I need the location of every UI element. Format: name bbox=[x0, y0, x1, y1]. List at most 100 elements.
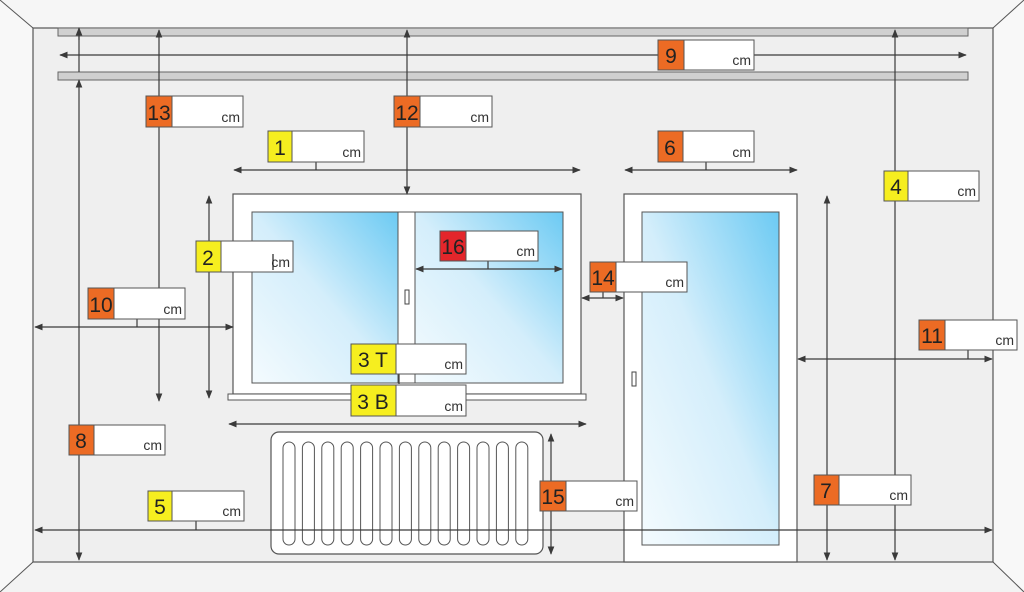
measurement-label-15: 15 cm bbox=[539, 480, 638, 512]
measurement-input[interactable] bbox=[171, 490, 245, 522]
measurement-label-3T: 3 T cm bbox=[350, 343, 467, 375]
measurement-number: 5 bbox=[154, 496, 166, 519]
measurement-unit: cm bbox=[732, 52, 751, 68]
measurement-label-11: 11 cm bbox=[918, 319, 1018, 351]
measurement-input[interactable] bbox=[220, 240, 294, 273]
measurement-badge bbox=[68, 424, 95, 456]
ceiling bbox=[0, 0, 1024, 28]
measurement-input[interactable] bbox=[395, 384, 467, 417]
measurement-input[interactable] bbox=[615, 261, 688, 293]
measurement-number: 4 bbox=[890, 176, 902, 199]
measurement-unit: cm bbox=[995, 332, 1014, 348]
door-handle-icon bbox=[631, 371, 637, 387]
measurement-unit: cm bbox=[470, 109, 489, 125]
measurement-input[interactable] bbox=[395, 343, 467, 375]
radiator-fin bbox=[437, 441, 451, 546]
measurement-unit: cm bbox=[222, 503, 241, 519]
right-wall bbox=[993, 0, 1024, 592]
measurement-badge bbox=[813, 474, 840, 506]
measurement-unit: cm bbox=[516, 243, 535, 259]
measurement-input[interactable] bbox=[113, 287, 186, 320]
door bbox=[623, 193, 798, 563]
measurement-number: 3 B bbox=[357, 391, 389, 414]
measurement-input[interactable] bbox=[291, 130, 365, 163]
radiator-fin bbox=[301, 441, 315, 546]
corner-line bbox=[992, 561, 1024, 592]
radiator-fin bbox=[321, 441, 335, 546]
measurement-label-5: 5 cm bbox=[147, 490, 245, 522]
measurement-unit: cm bbox=[342, 144, 361, 160]
measurement-label-6: 6 cm bbox=[657, 130, 755, 163]
measurement-number: 1 bbox=[274, 137, 286, 160]
radiator bbox=[270, 431, 544, 555]
measurement-number: 10 bbox=[89, 294, 112, 317]
measurement-number: 15 bbox=[541, 486, 564, 509]
measurement-badge bbox=[589, 261, 617, 293]
measurement-unit: cm bbox=[444, 398, 463, 414]
measurement-unit: cm bbox=[163, 301, 182, 317]
measurement-number: 2 bbox=[202, 247, 214, 270]
measurement-label-14: 14 cm bbox=[589, 261, 688, 293]
measurement-number: 11 bbox=[921, 325, 943, 348]
measurement-badge bbox=[87, 287, 115, 320]
measurement-badge bbox=[918, 319, 946, 351]
measurement-number: 8 bbox=[75, 430, 87, 453]
measurement-badge bbox=[195, 240, 222, 273]
radiator-fin bbox=[282, 441, 296, 546]
measurement-labels: 1 cm 2 cm 3 T cm 3 B cm 4 cm bbox=[68, 39, 1018, 522]
measurement-badge bbox=[883, 170, 909, 202]
measurement-label-4: 4 cm bbox=[883, 170, 980, 202]
measurement-input[interactable] bbox=[565, 480, 638, 512]
measurement-unit: cm bbox=[271, 254, 290, 270]
measurement-label-9: 9 cm bbox=[657, 39, 755, 71]
measurement-unit: cm bbox=[957, 183, 976, 199]
radiator-fin bbox=[457, 441, 471, 546]
radiator-fin bbox=[379, 441, 393, 546]
corner-line bbox=[0, 0, 34, 29]
radiator-fin bbox=[495, 441, 509, 546]
measurement-number: 9 bbox=[665, 45, 677, 68]
measurement-input[interactable] bbox=[419, 95, 493, 128]
radiator-fin bbox=[398, 441, 412, 546]
measurement-label-3B: 3 B cm bbox=[350, 384, 467, 417]
measurement-input[interactable] bbox=[838, 474, 912, 506]
measurement-number: 13 bbox=[147, 102, 170, 125]
measurement-unit: cm bbox=[143, 437, 162, 453]
corner-line bbox=[992, 0, 1024, 29]
radiator-fin bbox=[476, 441, 490, 546]
curtain-rail-top bbox=[57, 27, 969, 37]
measurement-input[interactable] bbox=[907, 170, 980, 202]
measurement-input[interactable] bbox=[682, 130, 755, 163]
measurement-input[interactable] bbox=[683, 39, 755, 71]
measurement-number: 14 bbox=[591, 267, 615, 290]
radiator-fin bbox=[515, 441, 529, 546]
measurement-label-10: 10 cm bbox=[87, 287, 186, 320]
measurement-unit: cm bbox=[615, 493, 634, 509]
measurement-label-1: 1 cm bbox=[267, 130, 365, 163]
measurement-unit: cm bbox=[665, 274, 684, 290]
window-handle-icon bbox=[404, 289, 410, 305]
curtain-rail-bottom bbox=[57, 71, 969, 81]
measurement-badge bbox=[350, 384, 397, 417]
measurement-input[interactable] bbox=[171, 95, 244, 128]
measurement-badge bbox=[539, 480, 567, 512]
measurement-input[interactable] bbox=[93, 424, 166, 456]
measurement-badge bbox=[350, 343, 397, 375]
measurement-unit: cm bbox=[444, 356, 463, 372]
measurement-input[interactable] bbox=[944, 319, 1018, 351]
radiator-fin bbox=[360, 441, 374, 546]
corner-line bbox=[0, 561, 34, 592]
measurement-label-12: 12 cm bbox=[393, 95, 493, 128]
measurement-number: 6 bbox=[664, 137, 676, 160]
measurement-label-2: 2 cm bbox=[195, 240, 294, 273]
left-wall bbox=[0, 0, 33, 592]
measurement-input[interactable] bbox=[465, 230, 539, 262]
measurement-number: 3 T bbox=[358, 349, 388, 372]
measurement-label-7: 7 cm bbox=[813, 474, 912, 506]
floor bbox=[0, 562, 1024, 592]
measurement-badge bbox=[657, 39, 685, 71]
measurement-badge bbox=[147, 490, 173, 522]
radiator-fin bbox=[418, 441, 432, 546]
measurement-number: 7 bbox=[820, 480, 832, 503]
